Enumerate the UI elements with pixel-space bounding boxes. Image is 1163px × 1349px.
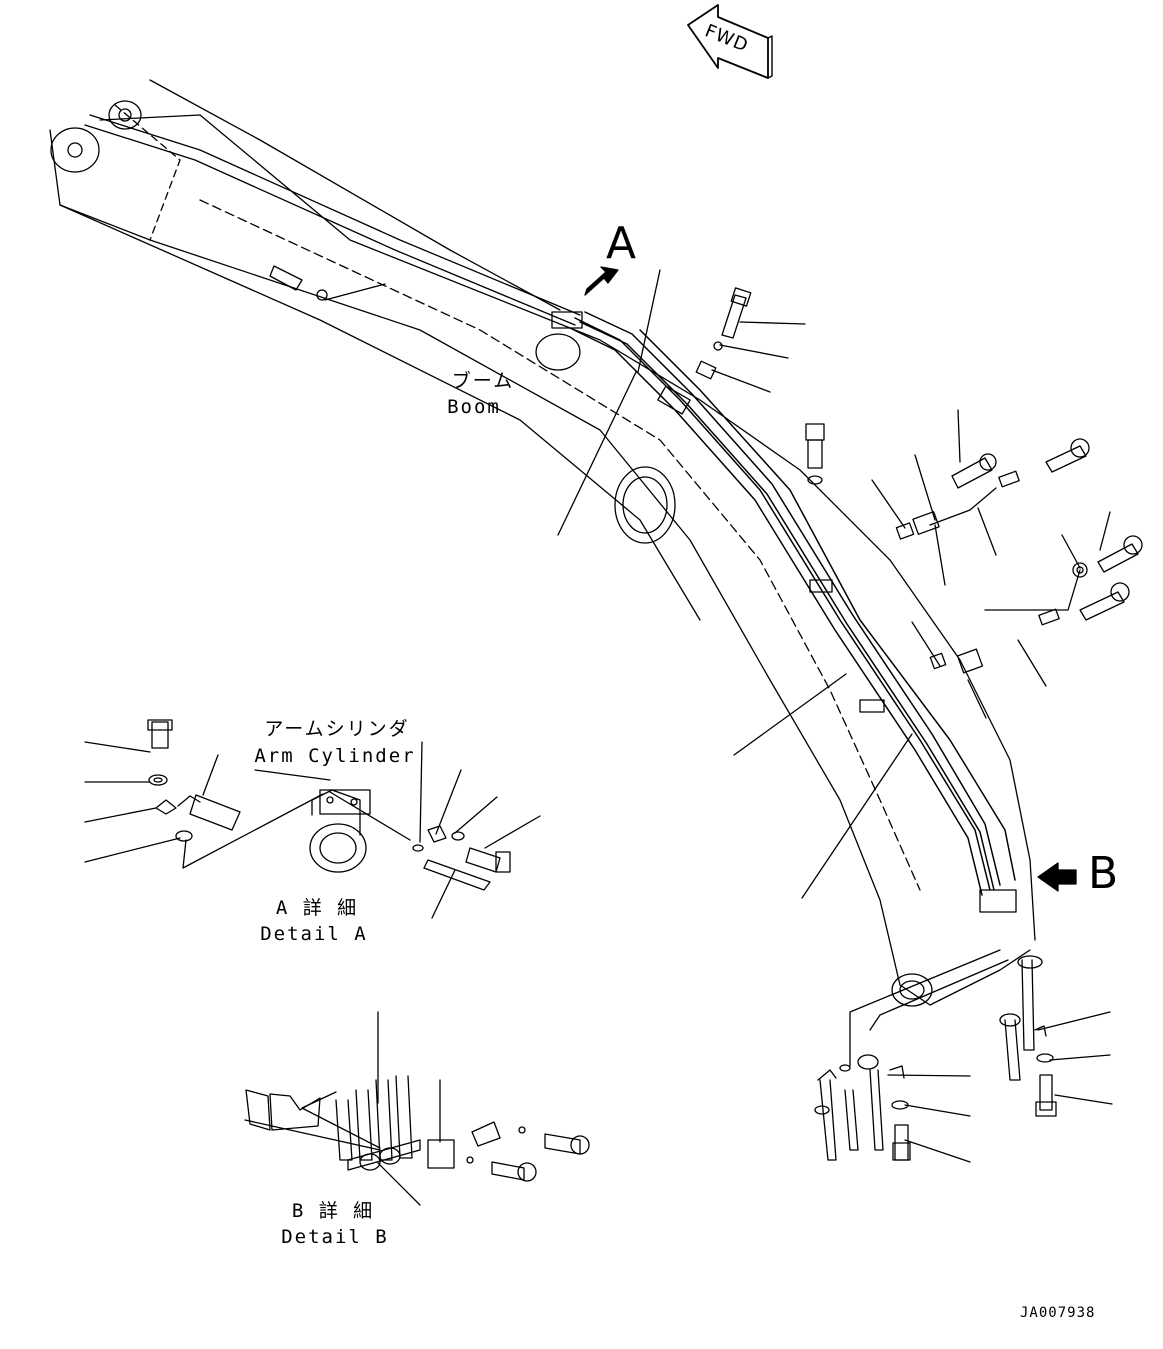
boom-label-en: Boom bbox=[447, 396, 501, 418]
fitting-icons bbox=[695, 341, 1060, 674]
arm-cylinder-label-en: Arm Cylinder bbox=[254, 745, 416, 767]
view-a-label: A bbox=[606, 218, 637, 269]
boom-hydraulic-pipes bbox=[569, 311, 1016, 896]
view-b-arrow-icon bbox=[1037, 862, 1077, 892]
lower-hoses bbox=[814, 955, 1057, 1161]
fwd-arrow-icon bbox=[687, 4, 773, 79]
upper-pipe-run bbox=[84, 79, 581, 326]
detail-b-label-jp: B 詳 細 bbox=[291, 1200, 375, 1222]
pipe-clamps bbox=[551, 311, 1017, 913]
drawing-code: JA007938 bbox=[1020, 1305, 1096, 1321]
detail-a-label-jp: A 詳 細 bbox=[275, 897, 359, 919]
boom-label-jp: ブーム bbox=[451, 370, 515, 392]
detail-b-drawing bbox=[245, 1075, 590, 1182]
view-b-label: B bbox=[1088, 848, 1119, 899]
detail-b-label-en: Detail B bbox=[281, 1226, 389, 1248]
view-a-arrow-icon bbox=[584, 266, 619, 296]
leader-lines bbox=[84, 269, 1113, 1206]
detail-a-drawing bbox=[147, 719, 511, 891]
detail-a-label-en: Detail A bbox=[260, 923, 368, 945]
bolt-icons bbox=[269, 265, 1143, 621]
arm-cylinder-label-jp: アームシリンダ bbox=[264, 718, 410, 740]
boom-outline bbox=[49, 100, 1036, 1007]
